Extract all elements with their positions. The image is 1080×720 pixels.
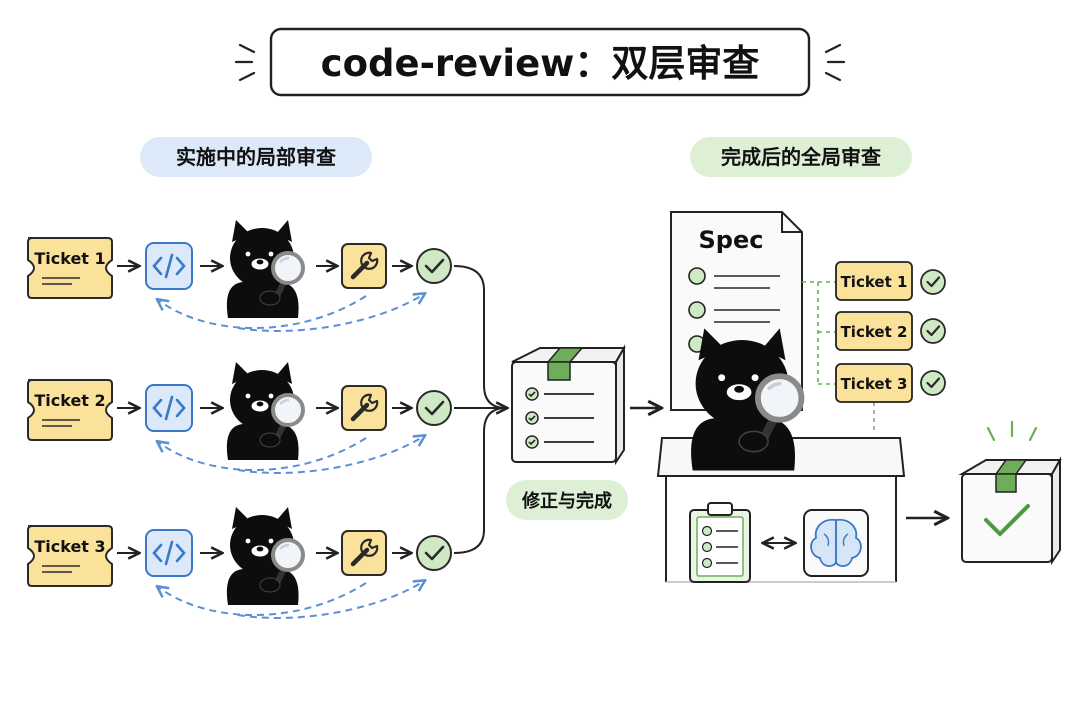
code-2-icon	[144, 383, 194, 433]
spec-ticket-2-check-icon	[919, 317, 947, 345]
package-checklist-icon	[525, 387, 594, 449]
loop-forward-2-arrow	[237, 436, 424, 474]
brain-icon	[803, 509, 869, 577]
check-1-icon	[415, 247, 453, 285]
merge-connector	[453, 265, 506, 554]
spec-ticket-2[interactable]: Ticket 2	[835, 311, 913, 351]
spec-ticket-1-label: Ticket 1	[841, 273, 908, 291]
final-check-icon	[984, 504, 1030, 536]
fix-and-complete-label: 修正与完成	[521, 490, 612, 512]
ticket-3-card[interactable]	[27, 525, 113, 587]
review-row-1: Ticket 1	[27, 220, 453, 332]
ticket-3-label: Ticket 3	[34, 537, 105, 556]
local-review-heading-text: 实施中的局部审查	[176, 145, 336, 169]
ticket-1-card[interactable]	[27, 237, 113, 299]
ticket-2-label: Ticket 2	[34, 391, 105, 410]
loop-forward-1-arrow	[237, 294, 424, 332]
code-3-icon	[144, 528, 194, 578]
code-1-icon	[144, 241, 194, 291]
wrench-3-icon	[342, 531, 386, 575]
reviewer-bear-1-icon	[227, 220, 303, 318]
spec-ticket-3-check-icon	[919, 369, 947, 397]
ticket-1-label: Ticket 1	[34, 249, 105, 268]
loop-forward-3-arrow	[237, 581, 424, 619]
spec-ticket-2-label: Ticket 2	[841, 323, 908, 341]
check-2-icon	[415, 389, 453, 427]
spec-ticket-3-label: Ticket 3	[841, 375, 908, 393]
ticket-2-card[interactable]	[27, 379, 113, 441]
global-review-heading: 完成后的全局审查	[690, 137, 912, 177]
fix-and-complete-package	[511, 344, 626, 466]
page-title: code-review：双层审查	[234, 27, 846, 97]
spec-label: Spec	[699, 226, 764, 254]
loop-back-3-arrow	[158, 582, 367, 616]
fix-and-complete-badge: 修正与完成	[506, 480, 628, 520]
spec-ticket-1[interactable]: Ticket 1	[835, 261, 913, 301]
loop-back-2-arrow	[158, 437, 367, 471]
global-review-heading-text: 完成后的全局审查	[721, 145, 881, 169]
final-approved-package	[958, 420, 1062, 566]
spec-ticket-connector	[802, 281, 875, 434]
title-spark-left	[234, 43, 256, 82]
reviewer-bear-3-icon	[227, 507, 303, 605]
review-row-3: Ticket 3	[27, 507, 453, 619]
wrench-2-icon	[342, 386, 386, 430]
spec-ticket-3[interactable]: Ticket 3	[835, 363, 913, 403]
local-review-heading: 实施中的局部审查	[140, 137, 372, 177]
wrench-1-icon	[342, 244, 386, 288]
reviewer-bear-2-icon	[227, 362, 303, 460]
clipboard-checklist-icon	[689, 502, 751, 583]
loop-back-1-arrow	[158, 295, 367, 329]
spec-ticket-1-check-icon	[919, 268, 947, 296]
title-spark-right	[824, 43, 846, 82]
check-3-icon	[415, 534, 453, 572]
page-title-text: code-review：双层审查	[321, 42, 760, 85]
review-row-2: Ticket 2	[27, 362, 453, 474]
